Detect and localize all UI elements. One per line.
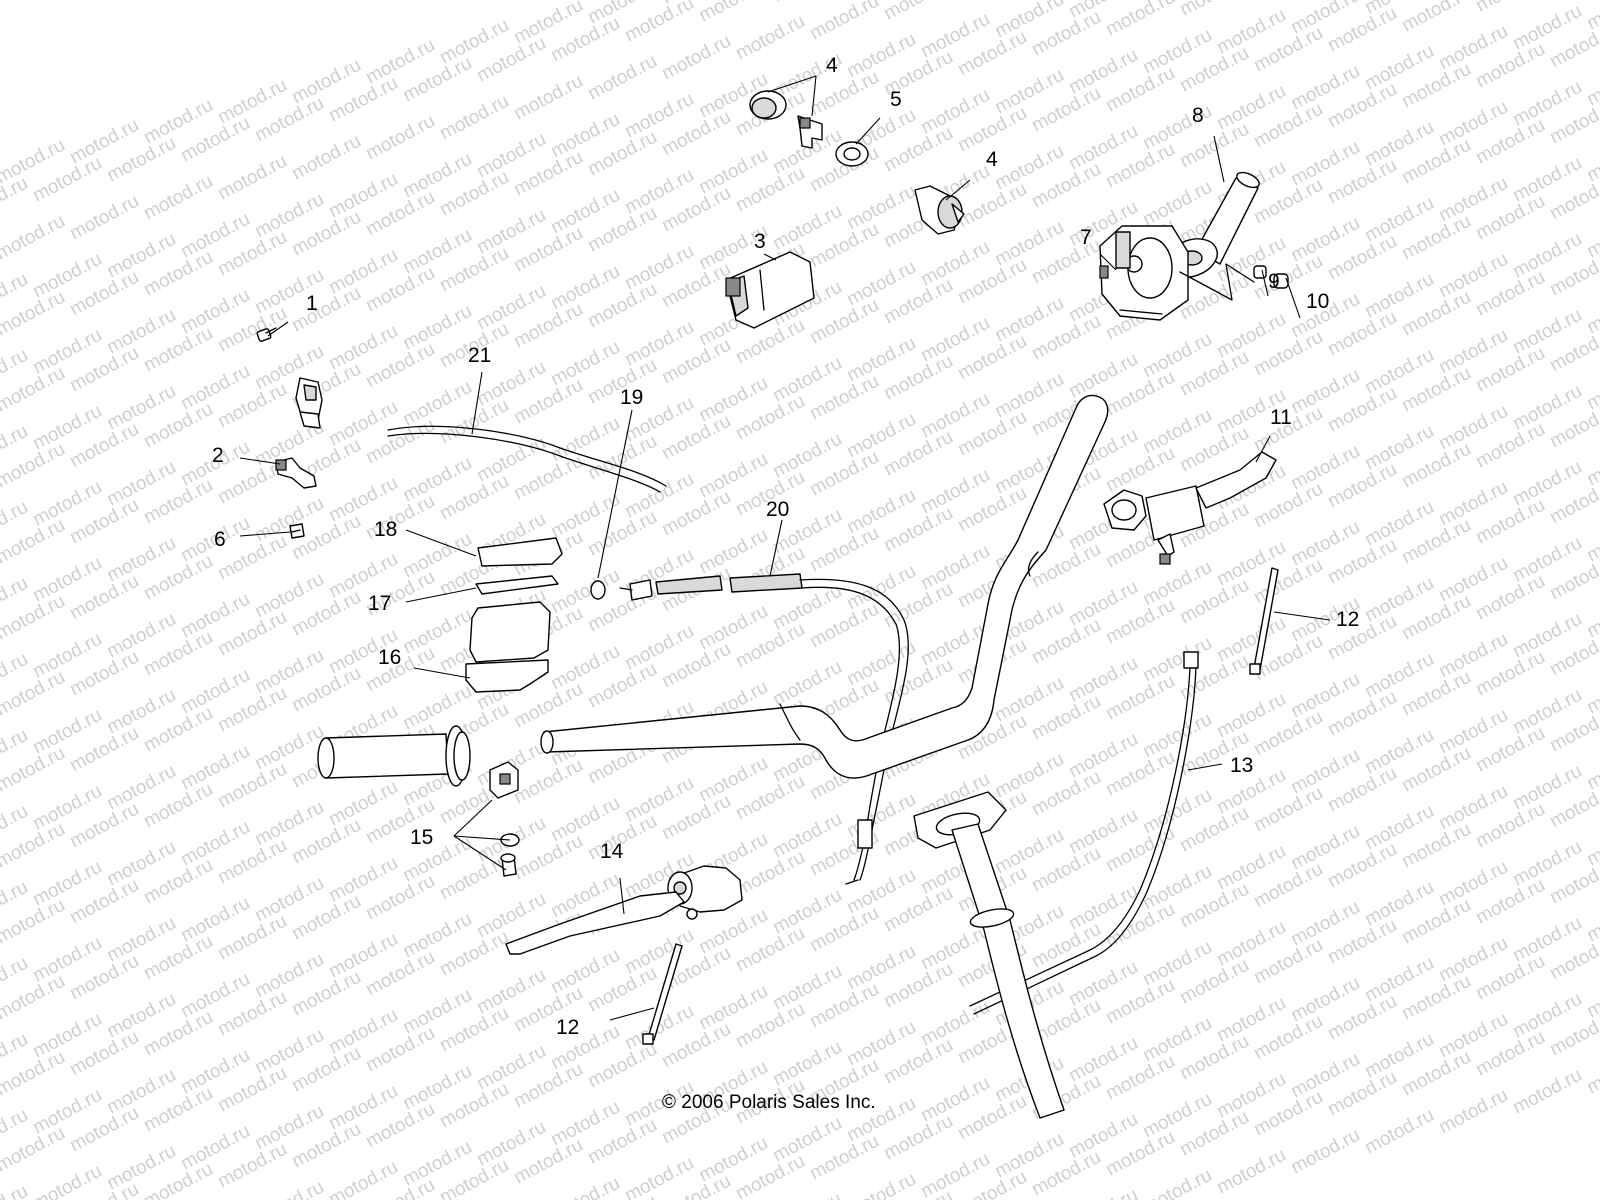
watermark-text: motod.ru bbox=[510, 71, 586, 125]
callout-16: 16 bbox=[378, 646, 401, 669]
callout-20: 20 bbox=[766, 498, 789, 521]
part-cable-tie-12-right bbox=[1249, 567, 1279, 675]
watermark-text: motod.ru bbox=[1509, 1065, 1585, 1119]
part-wire-9 bbox=[1179, 263, 1255, 301]
callout-7: 7 bbox=[1080, 226, 1092, 249]
callout-2: 2 bbox=[212, 444, 224, 467]
callout-14: 14 bbox=[600, 840, 624, 863]
watermark-text: motod.ru bbox=[1435, 1085, 1511, 1139]
watermark-text: motod.ru bbox=[288, 131, 364, 185]
part-master-cylinder-14 bbox=[505, 865, 743, 955]
part-cable-20 bbox=[619, 573, 909, 885]
part-cap-9 bbox=[1253, 265, 1267, 279]
part-clamp-bracket bbox=[295, 377, 323, 429]
part-screw-1 bbox=[256, 327, 277, 342]
callout-5: 5 bbox=[890, 88, 902, 111]
part-switch-cap-4 bbox=[749, 90, 787, 120]
part-reservoir-cover-18 bbox=[477, 537, 563, 567]
watermark-text: motod.ru bbox=[140, 171, 216, 225]
watermark-text: motod.ru bbox=[1139, 1165, 1215, 1200]
watermark-text: motod.ru bbox=[66, 191, 142, 245]
part-switch-block-3 bbox=[725, 251, 815, 329]
callout-11: 11 bbox=[1270, 406, 1292, 429]
part-gasket-17 bbox=[475, 575, 559, 595]
part-brake-lever-11 bbox=[1103, 451, 1277, 565]
watermark-text: motod.ru bbox=[769, 0, 845, 6]
part-nut-5 bbox=[835, 141, 869, 167]
watermark-text: motod.ru bbox=[1213, 1145, 1289, 1199]
part-cable-tie-12-left bbox=[642, 943, 683, 1045]
watermark-text: motod.ru bbox=[0, 173, 32, 227]
watermark-text: motod.ru bbox=[251, 1177, 327, 1200]
callout-13: 13 bbox=[1230, 754, 1253, 777]
part-grip-left bbox=[317, 725, 471, 787]
part-key bbox=[797, 115, 823, 149]
watermark-text: motod.ru bbox=[436, 91, 512, 145]
callout-21: 21 bbox=[468, 344, 491, 367]
callout-10: 10 bbox=[1306, 290, 1329, 313]
watermark-text: motod.ru bbox=[547, 1173, 623, 1200]
callout-19: 19 bbox=[620, 386, 643, 409]
watermark-text: motod.ru bbox=[954, 0, 1030, 4]
callout-4-top: 4 bbox=[826, 54, 838, 77]
callout-1: 1 bbox=[306, 292, 318, 315]
watermark-text: motod.ru bbox=[325, 1157, 401, 1200]
steering-column bbox=[913, 791, 1065, 1119]
watermark-text: motod.ru bbox=[1361, 1105, 1437, 1159]
copyright-text: © 2006 Polaris Sales Inc. bbox=[662, 1092, 876, 1113]
callout-9: 9 bbox=[1268, 270, 1280, 293]
watermark-text: motod.ru bbox=[769, 1189, 845, 1200]
part-oring-19 bbox=[590, 580, 606, 600]
watermark-text: motod.ru bbox=[0, 1181, 32, 1200]
callout-18: 18 bbox=[374, 518, 397, 541]
callout-17: 17 bbox=[368, 592, 391, 615]
watermark-text: motod.ru bbox=[1102, 0, 1178, 40]
watermark-text: motod.ru bbox=[214, 151, 290, 205]
watermark-text: motod.ru bbox=[1065, 1185, 1141, 1200]
part-bolt-15 bbox=[500, 853, 517, 877]
part-cap-10 bbox=[1273, 273, 1289, 289]
watermark-text: motod.ru bbox=[880, 0, 956, 24]
watermark-text: motod.ru bbox=[1472, 0, 1548, 16]
watermark-text: motod.ru bbox=[0, 211, 69, 265]
callout-3: 3 bbox=[754, 230, 766, 253]
watermark-text: motod.ru bbox=[732, 11, 808, 65]
callout-6: 6 bbox=[214, 528, 226, 551]
part-throttle-housing-7 bbox=[1099, 225, 1189, 321]
callout-8: 8 bbox=[1192, 104, 1204, 127]
part-rod-13 bbox=[969, 651, 1199, 1015]
part-cable-21 bbox=[387, 425, 667, 493]
callout-labels: 1 2 3 4 4 5 6 7 8 9 10 11 12 12 13 14 15… bbox=[212, 54, 1359, 1039]
callout-12-right: 12 bbox=[1336, 608, 1359, 631]
watermark-text: motod.ru bbox=[843, 1169, 919, 1200]
leader-lines bbox=[239, 75, 1331, 1021]
callout-12-left: 12 bbox=[556, 1016, 579, 1039]
handlebar bbox=[540, 394, 1109, 779]
part-screw-6 bbox=[289, 523, 305, 539]
callout-4-mid: 4 bbox=[986, 148, 998, 171]
watermark-text: motod.ru bbox=[29, 1161, 105, 1200]
watermark-text: motod.ru bbox=[1287, 1125, 1363, 1179]
watermark-text: motod.ru bbox=[1176, 0, 1252, 20]
watermark-text: motod.ru bbox=[1583, 1045, 1600, 1099]
part-lever-2 bbox=[275, 457, 317, 489]
watermark-text: motod.ru bbox=[806, 0, 882, 44]
part-clamp-15 bbox=[489, 761, 519, 799]
watermark-text: motod.ru bbox=[695, 0, 771, 26]
callout-15: 15 bbox=[410, 826, 433, 849]
watermark-text: motod.ru bbox=[362, 111, 438, 165]
part-reservoir-16 bbox=[465, 601, 551, 693]
watermark-text: motod.ru bbox=[584, 51, 660, 105]
watermark-text: motod.ru bbox=[1398, 0, 1474, 36]
watermark-text: motod.ru bbox=[658, 31, 734, 85]
